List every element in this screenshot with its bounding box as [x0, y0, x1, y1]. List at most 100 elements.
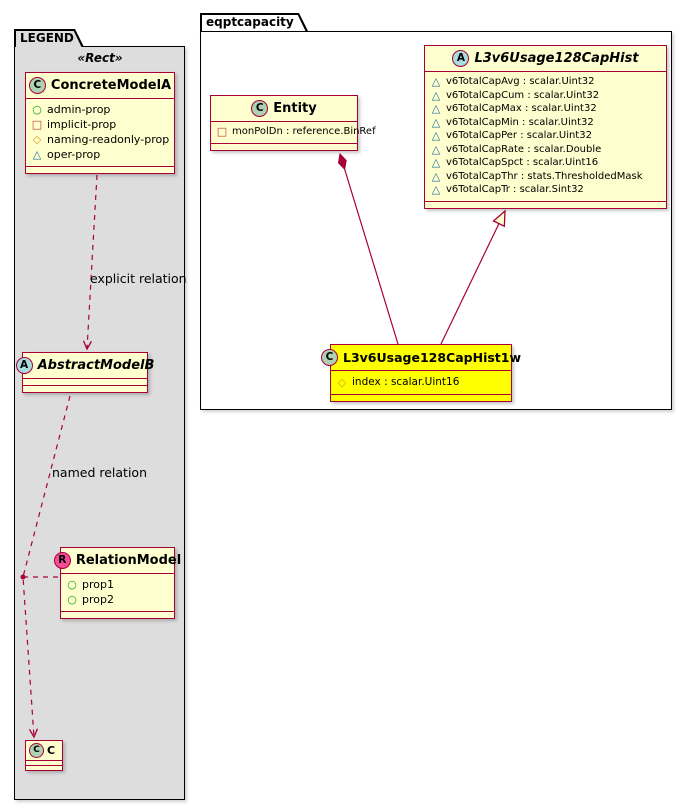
- triangle-icon: [430, 144, 442, 155]
- named-relation-label: named relation: [52, 465, 147, 480]
- class-c: C C: [25, 740, 63, 771]
- field-label: oper-prop: [47, 148, 101, 161]
- class-header: R RelationModel: [53, 548, 181, 573]
- class-spot-icon: C: [251, 100, 269, 117]
- relation-spot-icon: R: [53, 552, 71, 569]
- class-abstract-model-b: A AbstractModelB: [15, 352, 154, 393]
- class-methods-empty: [425, 200, 666, 208]
- field-row: v6TotalCapTr : scalar.Sint32: [430, 183, 661, 197]
- legend-tab-fill: [16, 31, 82, 48]
- class-methods-empty: [211, 142, 357, 150]
- field-label: v6TotalCapThr : stats.ThresholdedMask: [446, 170, 643, 182]
- triangle-icon: [430, 76, 442, 87]
- field-label: monPolDn : reference.BinRef: [232, 126, 376, 137]
- abstract-spot-icon: A: [15, 357, 33, 374]
- square-icon: [31, 119, 43, 130]
- class-header: C L3v6Usage128CapHist1w: [321, 345, 521, 370]
- class-name: C: [47, 744, 56, 757]
- field-label: admin-prop: [47, 103, 111, 116]
- field-label: prop1: [82, 578, 114, 591]
- class-methods-empty: [331, 394, 511, 401]
- legend-package-title: LEGEND: [20, 31, 74, 45]
- field-label: v6TotalCapMin : scalar.Uint32: [446, 116, 594, 128]
- diamond-icon: [336, 377, 348, 388]
- rect-stereotype-label: «Rect»: [77, 51, 123, 65]
- class-entity: C Entity monPolDn : reference.BinRef: [210, 95, 376, 151]
- field-row: v6TotalCapRate : scalar.Double: [430, 143, 661, 157]
- triangle-icon: [430, 117, 442, 128]
- class-fields-empty: [23, 378, 147, 385]
- class-header: C Entity: [211, 96, 357, 121]
- triangle-icon: [31, 149, 43, 160]
- class-methods-empty: [23, 385, 147, 392]
- field-label: v6TotalCapRate : scalar.Double: [446, 143, 602, 155]
- triangle-icon: [430, 171, 442, 182]
- class-spot-icon: C: [29, 743, 44, 758]
- field-label: v6TotalCapTr : scalar.Sint32: [446, 184, 584, 195]
- class-name: ConcreteModelA: [50, 78, 172, 93]
- eqptcapacity-tab-fill: [202, 15, 306, 32]
- class-fields-empty: [26, 760, 62, 765]
- class-header: A L3v6Usage128CapHist: [425, 46, 666, 71]
- class-name: AbstractModelB: [37, 358, 155, 373]
- eqptcapacity-package-title: eqptcapacity: [206, 15, 294, 29]
- class-methods-empty: [26, 166, 174, 173]
- class-name: L3v6Usage128CapHist1w: [343, 350, 522, 365]
- class-header: C C: [26, 741, 62, 760]
- class-l3v6-usage128-cap-hist: A L3v6Usage128CapHist v6TotalCapAvg : sc…: [424, 45, 667, 209]
- field-row: v6TotalCapPer : scalar.Uint32: [430, 129, 661, 143]
- class-concrete-model-a: C ConcreteModelA admin-prop implicit-prop…: [25, 72, 175, 174]
- abstract-spot-icon: A: [452, 50, 470, 67]
- field-row: v6TotalCapThr : stats.ThresholdedMask: [430, 170, 661, 184]
- field-row: admin-prop: [31, 102, 169, 117]
- field-row: naming-readonly-prop: [31, 132, 169, 147]
- square-icon: [216, 126, 228, 137]
- class-name: L3v6Usage128CapHist: [474, 51, 639, 66]
- field-row: implicit-prop: [31, 117, 169, 132]
- class-fields: admin-prop implicit-prop naming-readonly-p…: [26, 98, 174, 166]
- field-row: v6TotalCapCum : scalar.Uint32: [430, 89, 661, 103]
- field-label: v6TotalCapSpct : scalar.Uint16: [446, 157, 599, 168]
- field-row: v6TotalCapAvg : scalar.Uint32: [430, 75, 661, 89]
- triangle-icon: [430, 90, 442, 101]
- class-header: A AbstractModelB: [15, 353, 154, 378]
- class-fields: v6TotalCapAvg : scalar.Uint32 v6TotalCapC…: [425, 71, 666, 201]
- triangle-icon: [430, 103, 442, 114]
- field-row: v6TotalCapMin : scalar.Uint32: [430, 116, 661, 130]
- field-label: implicit-prop: [47, 118, 117, 131]
- field-row: prop1: [66, 577, 169, 592]
- field-row: index : scalar.Uint16: [336, 374, 506, 390]
- class-relation-model: R RelationModel prop1 prop2: [53, 547, 181, 619]
- explicit-relation-label: explicit relation: [90, 271, 187, 286]
- class-spot-icon: C: [321, 349, 338, 366]
- class-fields: prop1 prop2: [61, 573, 174, 611]
- field-row: oper-prop: [31, 147, 169, 162]
- field-label: index : scalar.Uint16: [352, 376, 460, 388]
- field-label: v6TotalCapMax : scalar.Uint32: [446, 103, 597, 114]
- field-row: prop2: [66, 592, 169, 607]
- class-spot-icon: C: [28, 77, 46, 94]
- class-methods-empty: [26, 765, 62, 770]
- triangle-icon: [430, 130, 442, 141]
- field-label: naming-readonly-prop: [47, 133, 170, 146]
- field-row: v6TotalCapSpct : scalar.Uint16: [430, 156, 661, 170]
- field-label: v6TotalCapCum : scalar.Uint32: [446, 89, 600, 101]
- class-name: RelationModel: [75, 553, 182, 568]
- field-label: prop2: [82, 593, 114, 606]
- circle-icon: [66, 579, 78, 590]
- eqptcapacity-package-tab: eqptcapacity: [200, 13, 308, 31]
- triangle-icon: [430, 157, 442, 168]
- class-methods-empty: [61, 611, 174, 618]
- field-row: v6TotalCapMax : scalar.Uint32: [430, 102, 661, 116]
- legend-package-tab: LEGEND: [14, 29, 84, 47]
- class-fields: index : scalar.Uint16: [331, 370, 511, 394]
- class-name: Entity: [273, 101, 317, 116]
- field-label: v6TotalCapAvg : scalar.Uint32: [446, 76, 595, 87]
- diamond-icon: [31, 134, 43, 145]
- class-l3v6-usage128-cap-hist-1w: C L3v6Usage128CapHist1w index : scalar.U…: [321, 344, 521, 402]
- circle-icon: [31, 104, 43, 115]
- class-fields: monPolDn : reference.BinRef: [211, 121, 376, 143]
- field-row: monPolDn : reference.BinRef: [216, 125, 376, 139]
- triangle-icon: [430, 184, 442, 195]
